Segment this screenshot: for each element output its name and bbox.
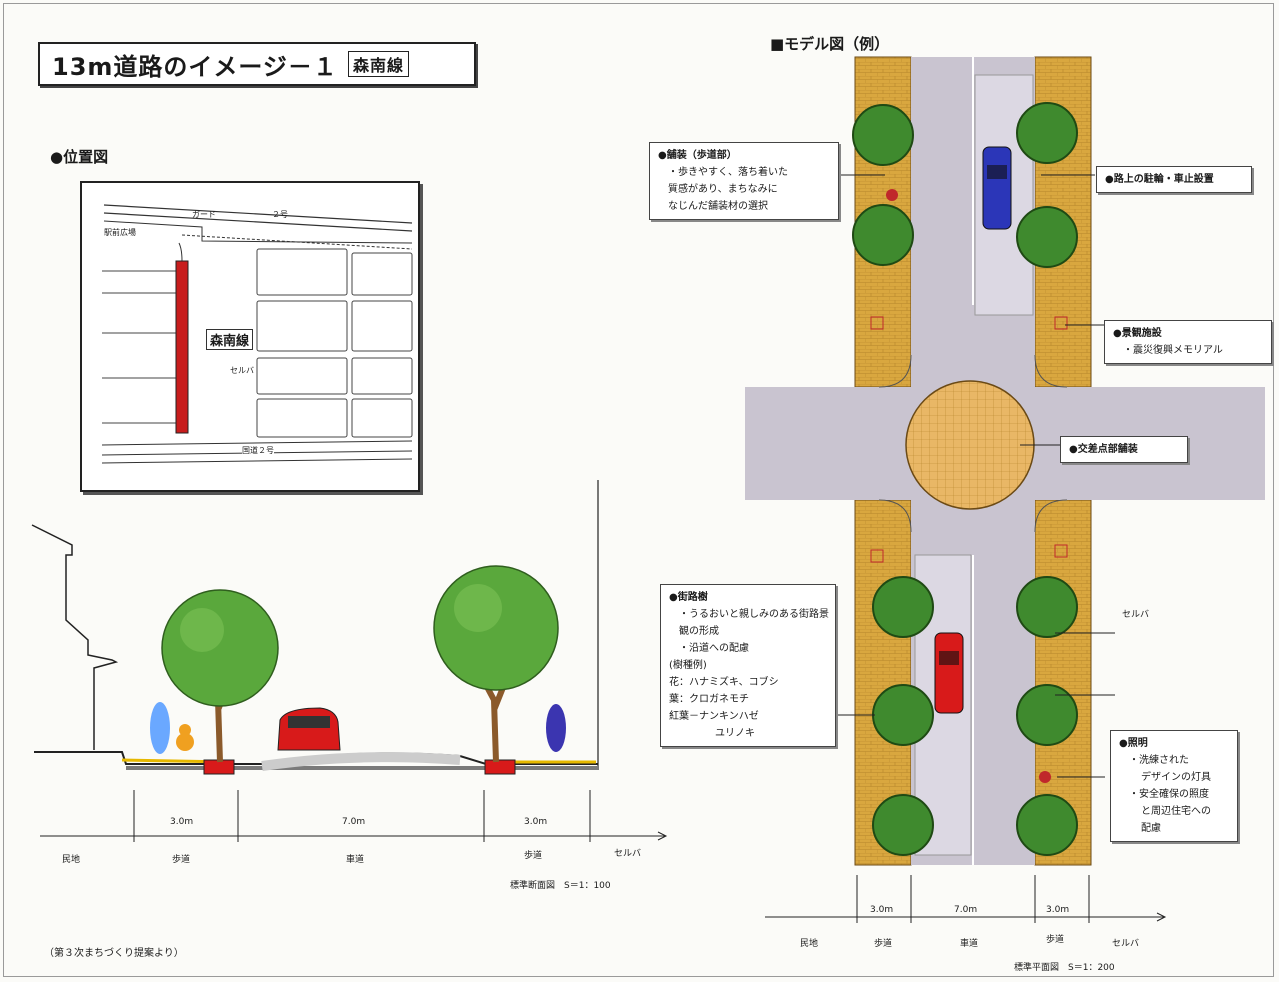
- callout-trees-line-2: ・沿道への配慮: [679, 643, 749, 654]
- plan-zone-sidewalk-right: 歩道: [1046, 935, 1065, 945]
- callout-trees-line-4: 花：ハナミズキ、コブシ: [669, 677, 779, 688]
- section-zone-selva: セルバ: [614, 849, 642, 859]
- callout-trees: ●街路樹 ・うるおいと親しみのある街路景観の形成 ・沿道への配慮 (樹種例) 花…: [660, 584, 836, 747]
- map-label-building: セルバ: [230, 366, 254, 375]
- map-label-top-road: ガード ２号: [192, 210, 288, 219]
- callout-trees-line-5: 葉：クロガネモチ: [669, 694, 749, 705]
- callout-paving-title: ●舗装（歩道部）: [658, 150, 737, 161]
- callout-trees-line-1: ・うるおいと親しみのある街路景観の形成: [679, 609, 829, 637]
- callout-lighting-line-5: 配慮: [1141, 823, 1161, 834]
- callout-trees-line-6: 紅葉－ナンキンハゼ: [669, 711, 759, 722]
- section-zone-private: 民地: [62, 855, 81, 865]
- callout-landmark-line-1: ・震災復興メモリアル: [1123, 345, 1223, 356]
- callout-lighting: ●照明 ・洗練された デザインの灯具 ・安全確保の照度 と周辺住宅への 配慮: [1110, 730, 1238, 842]
- callout-lighting-title: ●照明: [1119, 738, 1148, 749]
- callout-lighting-line-1: ・洗練された: [1129, 755, 1189, 766]
- callout-trees-title: ●街路樹: [669, 592, 708, 603]
- model-heading: ■モデル図（例）: [770, 35, 890, 53]
- callout-trees-line-3: (樹種例): [669, 660, 707, 671]
- plan-caption: 標準平面図 S＝1：200: [1014, 963, 1115, 973]
- section-zone-sidewalk-left: 歩道: [172, 855, 191, 865]
- callout-lighting-line-3: ・安全確保の照度: [1129, 789, 1209, 800]
- plan-zone-sidewalk-left: 歩道: [874, 939, 893, 949]
- title-sub: 森南線: [347, 51, 409, 77]
- title-main: 13m道路のイメージ－１: [52, 52, 338, 81]
- callout-paving-line-1: ・歩きやすく、落ち着いた: [668, 167, 788, 178]
- route-highlight: [175, 260, 189, 434]
- callout-paving: ●舗装（歩道部） ・歩きやすく、落ち着いた 質感があり、まちなみに なじんだ舗装…: [649, 142, 839, 220]
- location-map: ガード ２号 駅前広場 森南線 セルバ 国道２号: [80, 181, 420, 492]
- map-label-bottom-road: 国道２号: [242, 445, 274, 456]
- page-border: [3, 3, 1274, 977]
- plan-zone-roadway: 車道: [960, 939, 979, 949]
- section-dim-3: 3.0m: [524, 817, 548, 827]
- callout-intersection: ●交差点部舗装: [1060, 436, 1188, 463]
- plan-dim-3: 3.0m: [1046, 905, 1070, 915]
- callout-lighting-line-4: と周辺住宅への: [1141, 806, 1211, 817]
- callout-landmark-title: ●景観施設: [1113, 328, 1162, 339]
- section-dim-1: 3.0m: [170, 817, 194, 827]
- callout-parking-title: ●路上の駐輪・車止設置: [1105, 174, 1214, 185]
- map-label-route: 森南線: [206, 329, 254, 350]
- section-caption: 標準断面図 S＝1：100: [510, 881, 611, 891]
- plan-dim-1: 3.0m: [870, 905, 894, 915]
- plan-zone-private: 民地: [800, 939, 819, 949]
- map-label-station: 駅前広場: [104, 228, 136, 237]
- plan-zone-selva: セルバ: [1112, 939, 1140, 949]
- callout-parking: ●路上の駐輪・車止設置: [1096, 166, 1252, 193]
- plan-dim-2: 7.0m: [954, 905, 978, 915]
- cross-section-drawing: [31, 480, 668, 842]
- callout-landmark: ●景観施設 ・震災復興メモリアル: [1104, 320, 1272, 364]
- callout-trees-line-7: ユリノキ: [715, 728, 755, 739]
- location-map-heading: ●位置図: [50, 148, 109, 166]
- callout-paving-line-2: 質感があり、まちなみに: [668, 184, 778, 195]
- footnote: （第３次まちづくり提案より）: [44, 948, 184, 959]
- callout-intersection-title: ●交差点部舗装: [1069, 444, 1138, 455]
- section-zone-roadway: 車道: [346, 855, 365, 865]
- model-selva-label: セルバ: [1122, 610, 1150, 620]
- page-title: 13m道路のイメージ－１ 森南線: [38, 42, 476, 86]
- callout-paving-line-3: なじんだ舗装材の選択: [668, 201, 768, 212]
- section-zone-sidewalk-right: 歩道: [524, 851, 543, 861]
- callout-lighting-line-2: デザインの灯具: [1141, 772, 1211, 783]
- model-plan-drawing: [745, 56, 1265, 923]
- section-dim-2: 7.0m: [342, 817, 366, 827]
